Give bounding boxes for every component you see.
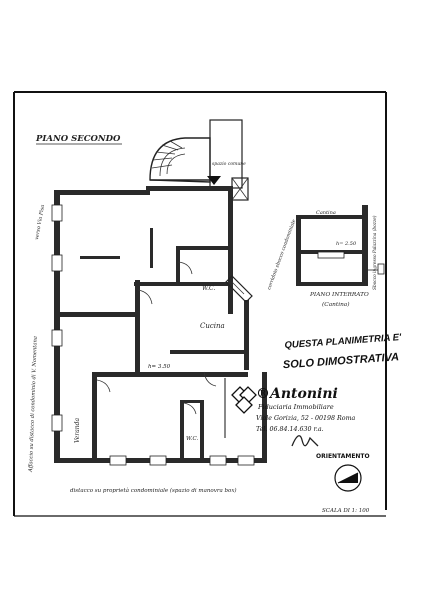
basement-subtitle: (Cantina)	[322, 301, 350, 308]
agency-name: ®Antonini	[256, 386, 338, 402]
staircase	[149, 119, 249, 201]
basement-title: PIANO INTERRATO	[309, 292, 369, 298]
agency-address: Viale Gorizia, 52 - 00198 Roma	[256, 415, 356, 422]
bottom-note: distacco su proprietà condominiale (spaz…	[70, 487, 237, 494]
room-label-wc-top: W.C.	[202, 285, 215, 292]
room-label-wc-bottom: W.C.	[186, 436, 198, 442]
basement-height-label: h= 2.50	[336, 241, 357, 247]
scale-label: SCALA DI 1: 100	[322, 508, 370, 514]
room-label-cucina: Cucina	[200, 322, 225, 330]
basement-side-note: Sbocco ingresso Palazzina (bozze)	[373, 215, 378, 290]
agency-block: ®Antonini Fiduciaria Immobiliare Viale G…	[224, 378, 356, 438]
room-label-height: h= 3.50	[148, 364, 171, 370]
basement-plan	[296, 205, 385, 286]
street-label-left: Affaccio su distacco di condominio di V.…	[28, 336, 39, 473]
apartment-walls	[54, 186, 267, 463]
room-label-veranda: Veranda	[74, 418, 81, 443]
door-swings	[96, 261, 217, 415]
entry-arrow-icon	[207, 176, 221, 185]
windows	[51, 204, 255, 466]
agency-logo-icon	[231, 386, 257, 414]
compass-icon	[334, 464, 362, 492]
agency-phone: Tel. 06.84.14.630 r.a.	[256, 426, 324, 433]
agency-subtitle: Fiduciaria Immobiliare	[257, 403, 334, 411]
stamp-line-2: SOLO DIMOSTRATIVA	[283, 351, 400, 371]
signature-scribble	[291, 435, 319, 447]
diagonal-corridor	[225, 275, 253, 303]
corridor-note: corridoio sbocco condominiale	[266, 219, 297, 291]
stamp-line-1: QUESTA PLANIMETRIA E'	[284, 332, 402, 351]
basement-top-label: Cantina	[316, 210, 336, 216]
street-label-right: verso Via Pisa	[34, 204, 46, 240]
sheet-frame	[13, 91, 387, 517]
floor-title: PIANO SECONDO	[35, 134, 121, 144]
common-space-label: spazio comune	[212, 161, 246, 167]
orientation-label: ORIENTAMENTO	[316, 453, 370, 460]
